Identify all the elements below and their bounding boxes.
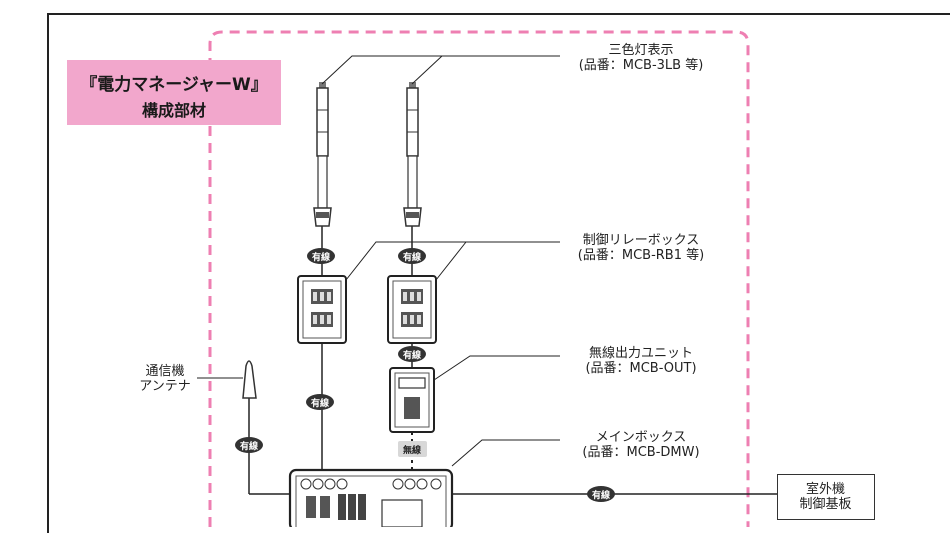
wired-badge-left-top: 有線 — [307, 248, 335, 264]
main-box-label-part: (品番：MCB-DMW) — [582, 445, 700, 460]
wired-badge-antenna: 有線 — [235, 437, 263, 453]
main-box-label: メインボックス (品番：MCB-DMW) — [556, 430, 726, 460]
leader-wireless — [433, 355, 560, 381]
wired-badge-text: 有線 — [403, 349, 421, 361]
outdoor-line1: 室外機 — [805, 482, 845, 497]
wired-badge-right-top: 有線 — [398, 248, 426, 264]
wireless-badge-text: 無線 — [403, 444, 421, 456]
wired-badge-outdoor: 有線 — [587, 486, 615, 502]
tower-label-part: (品番：MCB-3LB 等) — [578, 58, 704, 73]
leader-relay-2 — [435, 241, 467, 281]
wired-badge-right-mid: 有線 — [398, 346, 426, 362]
main-box — [288, 468, 454, 527]
outdoor-unit-label: 室外機 制御基板 — [778, 482, 873, 512]
wired-badge-text: 有線 — [312, 251, 330, 263]
outer-frame — [47, 13, 950, 533]
leader-relay — [345, 241, 560, 281]
wireless-badge: 無線 — [398, 441, 427, 457]
tower-light-right — [403, 82, 422, 227]
outdoor-line2: 制御基板 — [799, 497, 852, 512]
leader-tower — [321, 55, 560, 85]
wireless-unit-label-part: (品番：MCB-OUT) — [585, 361, 697, 376]
relay-label-part: (品番：MCB-RB1 等) — [577, 248, 705, 263]
title-line2: 構成部材 — [141, 101, 206, 120]
antenna — [242, 360, 257, 399]
relay-label: 制御リレーボックス (品番：MCB-RB1 等) — [556, 233, 726, 263]
relay-box-right — [387, 275, 437, 344]
tower-label-name: 三色灯表示 — [608, 43, 674, 58]
wireless-unit-label: 無線出力ユニット (品番：MCB-OUT) — [556, 346, 726, 376]
antenna-label-line2: アンテナ — [139, 379, 191, 394]
relay-label-name: 制御リレーボックス — [582, 233, 700, 248]
antenna-label-line1: 通信機 — [145, 364, 185, 379]
title-box: 『電力マネージャーW』 構成部材 — [67, 60, 281, 125]
tower-light-left — [313, 82, 332, 227]
wired-badge-text: 有線 — [592, 489, 610, 501]
title-line1: 『電力マネージャーW』 — [80, 75, 268, 95]
relay-box-left — [297, 275, 347, 344]
wireless-output-unit — [389, 367, 435, 433]
leader-tower-2 — [411, 55, 443, 85]
wired-badge-text: 有線 — [403, 251, 421, 263]
wired-badge-left-mid: 有線 — [306, 394, 334, 410]
wireless-unit-label-name: 無線出力ユニット — [588, 346, 693, 361]
antenna-label: 通信機 アンテナ — [132, 364, 198, 394]
main-box-label-name: メインボックス — [595, 430, 687, 445]
wired-badge-text: 有線 — [240, 440, 258, 452]
tower-label: 三色灯表示 (品番：MCB-3LB 等) — [556, 43, 726, 73]
outdoor-unit-box: 室外機 制御基板 — [777, 474, 875, 520]
wired-badge-text: 有線 — [311, 397, 329, 409]
leader-main — [451, 439, 560, 467]
